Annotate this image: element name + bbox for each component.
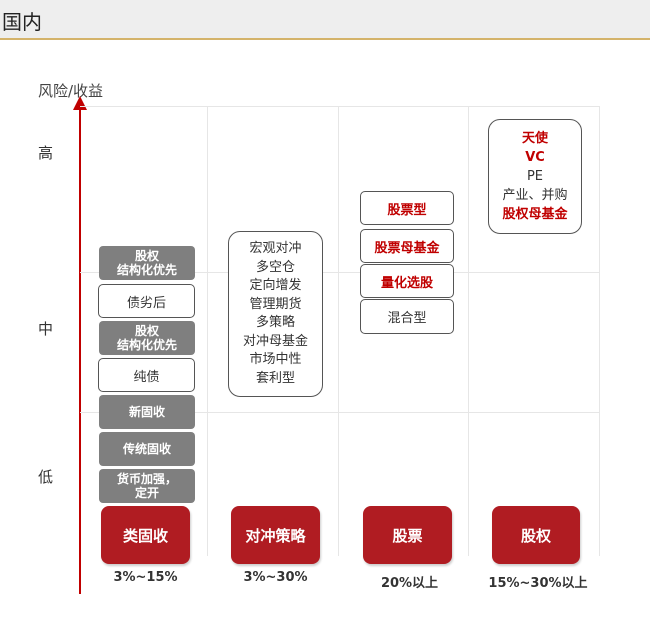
hedge-item: 对冲母基金: [242, 333, 308, 349]
category-fixed-income: 类固收: [101, 506, 190, 564]
level-mid: 中: [38, 320, 54, 338]
category-label: 股票: [392, 526, 423, 545]
equity-item: PE: [526, 169, 544, 184]
return-fixed-income: 3%~15%: [113, 570, 178, 585]
hedge-strategies-box: 宏观对冲 多空仓 定向增发 管理期货 多策略 对冲母基金 市场中性 套利型: [228, 231, 323, 397]
category-label: 股权: [520, 526, 551, 545]
item-line: 货币加强， 定开: [116, 472, 177, 500]
equity-item: VC: [525, 150, 545, 165]
header-bar: 国内: [0, 0, 650, 40]
fixed-income-item: 股权 结构化优先: [99, 246, 195, 280]
grid-line: [207, 106, 208, 556]
equity-item: 股权母基金: [502, 207, 568, 222]
grid-line: [80, 106, 600, 107]
item-line: 股权 结构化优先: [116, 324, 177, 352]
equity-item: 产业、并购: [502, 188, 568, 203]
stock-item: 股票型: [360, 191, 454, 225]
level-low: 低: [38, 468, 54, 486]
hedge-item: 多空仓: [255, 259, 295, 275]
equity-item: 天使: [521, 131, 548, 146]
fixed-income-item: 新固收: [99, 395, 195, 429]
category-equity: 股权: [492, 506, 580, 564]
hedge-item: 多策略: [255, 315, 295, 330]
category-label: 类固收: [122, 526, 168, 545]
return-stock: 20%以上: [380, 576, 439, 591]
return-hedge: 3%~30%: [243, 570, 308, 585]
grid-line: [599, 106, 600, 556]
equity-box: 天使 VC PE 产业、并购 股权母基金: [488, 119, 582, 234]
fixed-income-item: 纯债: [98, 358, 195, 392]
axis-line: [79, 106, 81, 594]
item-line: 股权 结构化优先: [116, 249, 177, 277]
hedge-item: 宏观对冲: [249, 241, 302, 256]
stock-item: 股票母基金: [360, 229, 454, 263]
item-label: 量化选股: [380, 275, 433, 291]
return-equity: 15%~30%以上: [488, 576, 588, 591]
category-stock: 股票: [363, 506, 452, 564]
item-label: 传统固收: [122, 442, 171, 456]
item-label: 纯债: [133, 369, 160, 385]
stock-item: 混合型: [360, 299, 454, 334]
axis-title: 风险/收益: [38, 82, 104, 100]
grid-line: [468, 106, 469, 556]
fixed-income-item: 货币加强， 定开: [99, 469, 195, 503]
grid-line: [338, 106, 339, 556]
hedge-item: 管理期货: [249, 296, 302, 312]
stock-item: 量化选股: [360, 264, 454, 298]
level-high: 高: [38, 144, 54, 162]
fixed-income-item: 债劣后: [98, 284, 195, 318]
grid-line: [80, 412, 600, 413]
item-label: 新固收: [128, 405, 165, 419]
grid-line: [80, 272, 600, 273]
hedge-item: 定向增发: [249, 278, 302, 293]
category-label: 对冲策略: [245, 526, 306, 545]
item-label: 股票母基金: [374, 240, 440, 256]
hedge-item: 套利型: [255, 370, 295, 386]
hedge-item: 市场中性: [249, 352, 302, 367]
item-label: 债劣后: [126, 295, 166, 311]
fixed-income-item: 股权 结构化优先: [99, 321, 195, 355]
fixed-income-item: 传统固收: [99, 432, 195, 466]
page-title: 国内: [2, 10, 42, 34]
item-label: 股票型: [387, 202, 427, 218]
category-hedge: 对冲策略: [231, 506, 320, 564]
item-label: 混合型: [387, 311, 427, 326]
